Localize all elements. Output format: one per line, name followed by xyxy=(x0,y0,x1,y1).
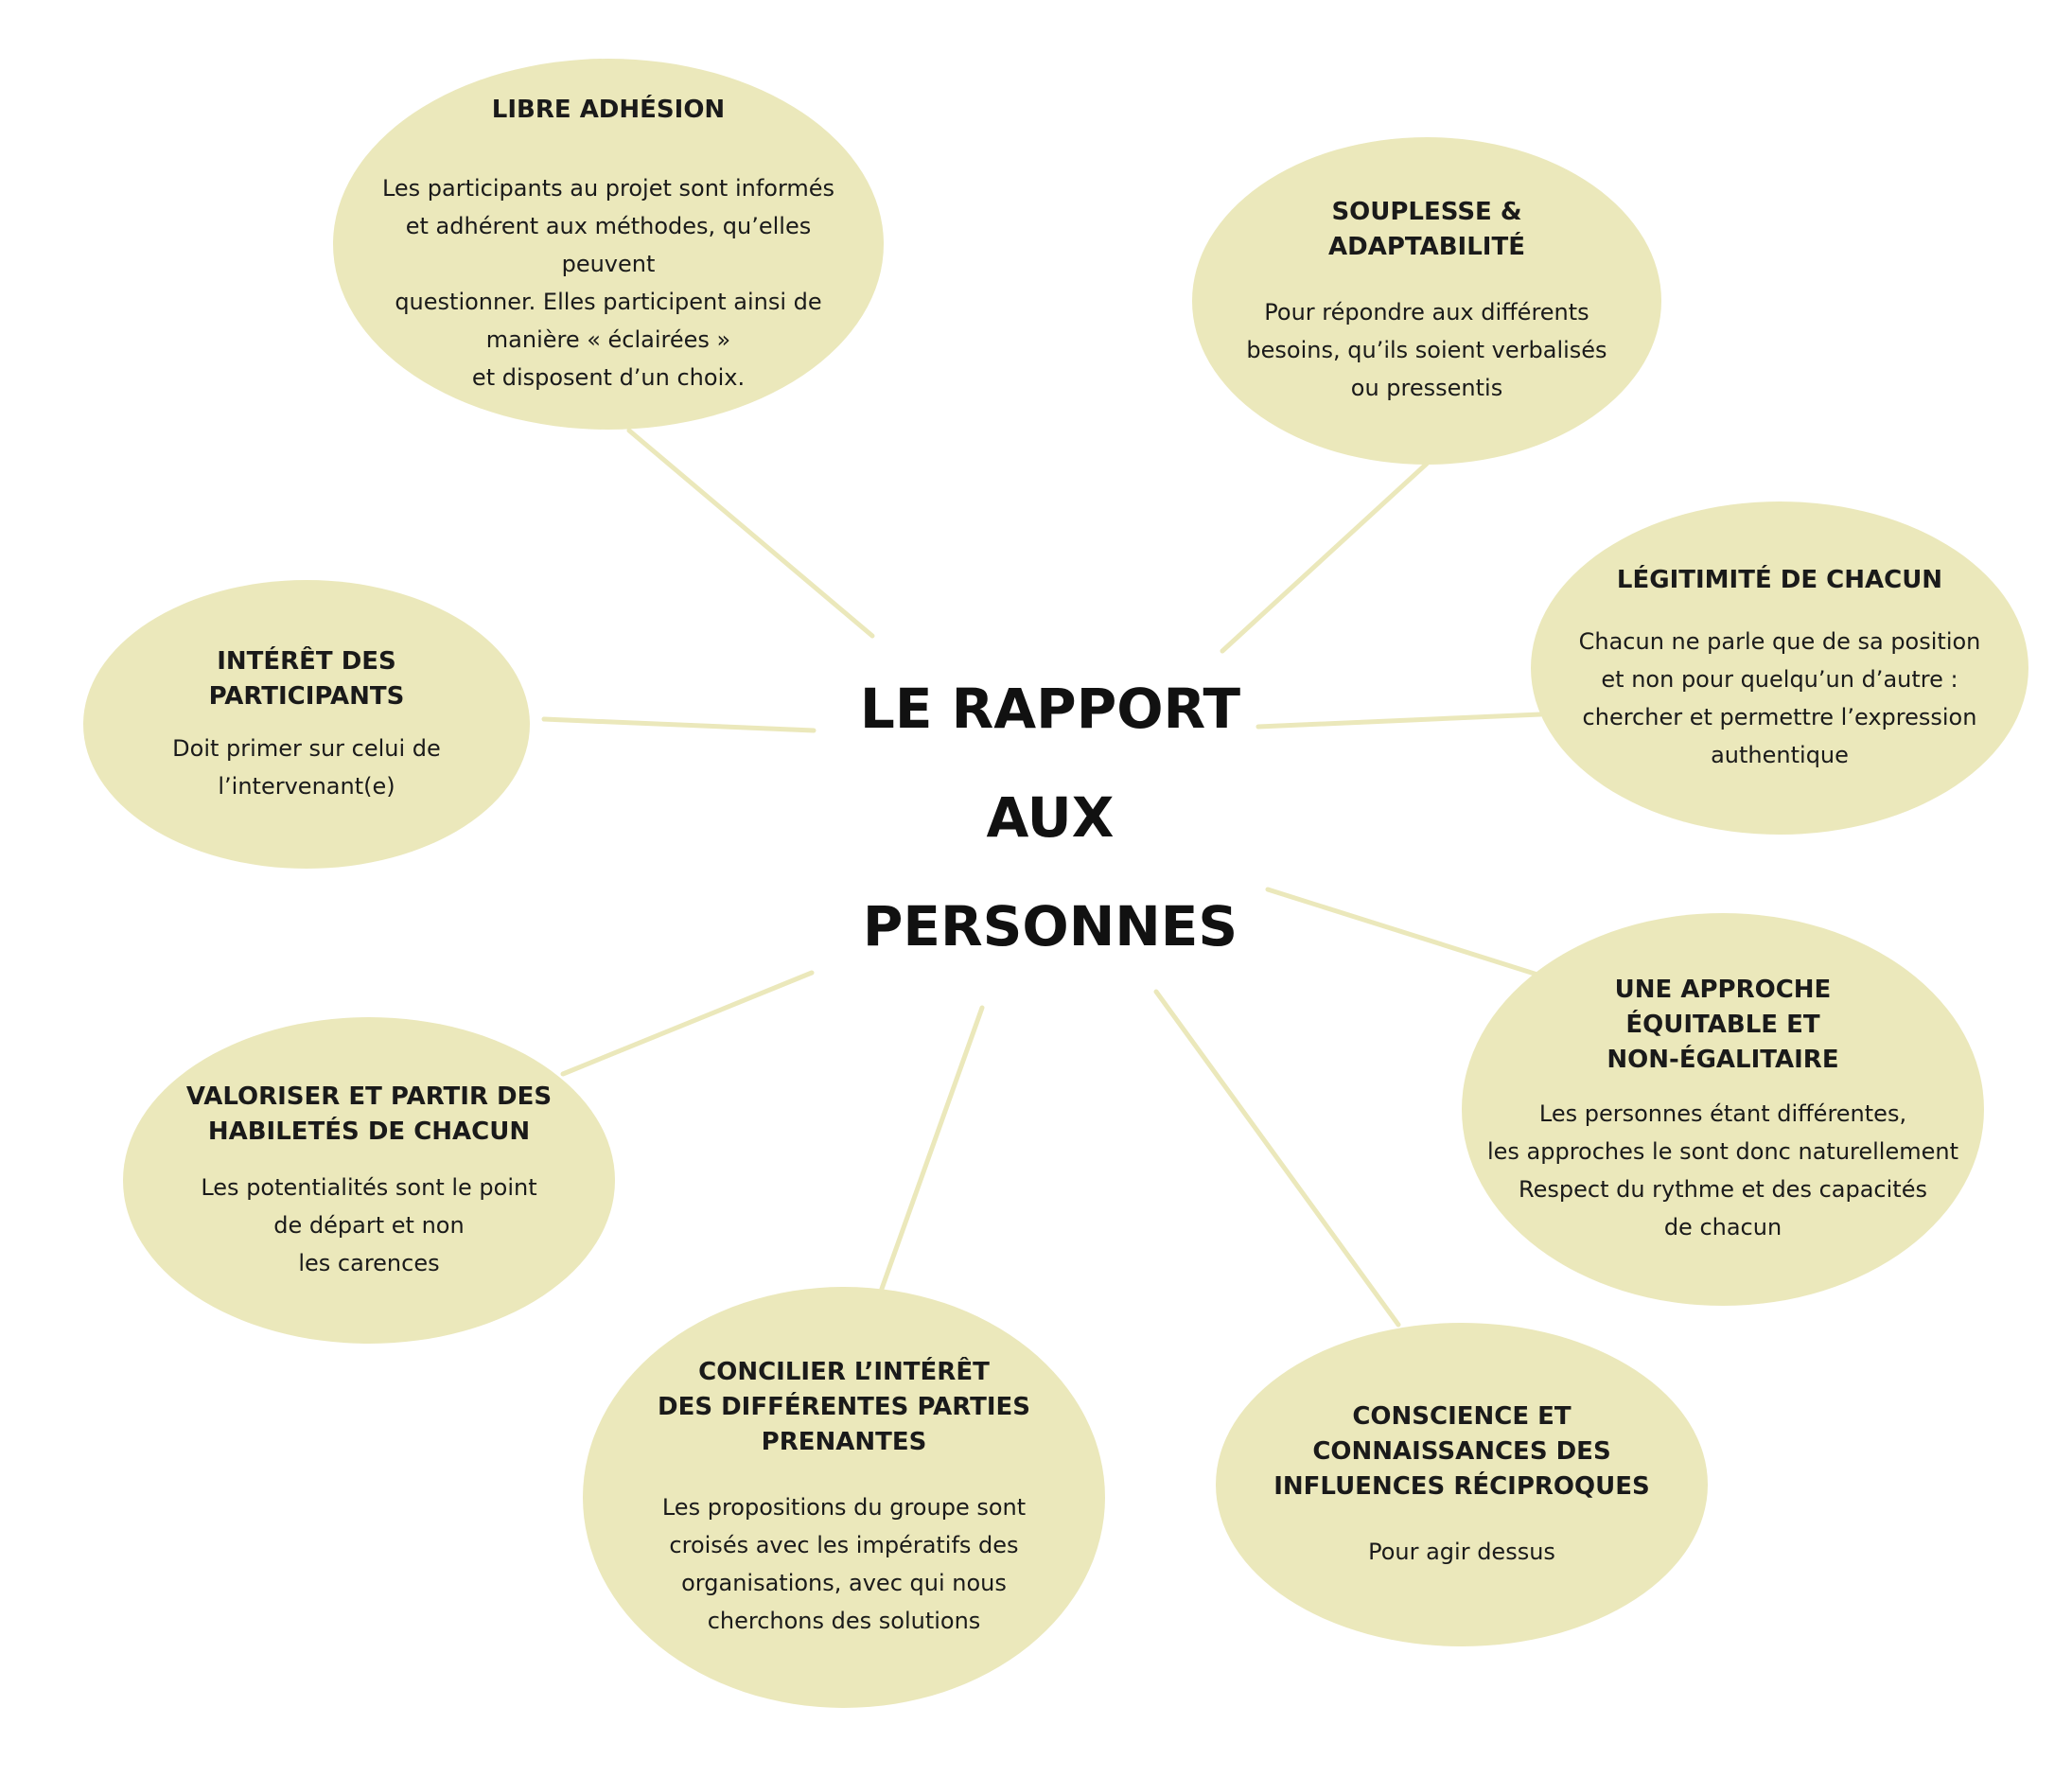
bubble-approche-text: Les personnes étant différentes, les app… xyxy=(1486,1100,1959,1240)
connector-libre-adhesion xyxy=(626,428,875,639)
bubble-souplesse-text: Pour répondre aux différents besoins, qu… xyxy=(1246,299,1607,401)
bubble-valoriser: VALORISER ET PARTIR DES HABILETÉS DE CHA… xyxy=(123,1017,615,1344)
connector-valoriser xyxy=(560,970,815,1077)
bubble-conscience-title: CONSCIENCE ET CONNAISSANCES DES INFLUENC… xyxy=(1273,1401,1650,1501)
bubble-libre-adhesion-title: LIBRE ADHÉSION xyxy=(491,95,726,124)
bubble-libre-adhesion-text: Les participants au projet sont informés… xyxy=(381,174,835,391)
bubble-legitimite-title: LÉGITIMITÉ DE CHACUN xyxy=(1616,565,1943,594)
bubble-conscience-text: Pour agir dessus xyxy=(1368,1538,1555,1565)
central-topic-line-1: LE RAPPORT xyxy=(859,677,1241,741)
bubble-souplesse: SOUPLESSE & ADAPTABILITÉ Pour répondre a… xyxy=(1192,137,1661,465)
connector-approche xyxy=(1265,887,1540,977)
bubble-interet-participants: INTÉRÊT DES PARTICIPANTS Doit primer sur… xyxy=(83,580,530,869)
bubble-souplesse-title: SOUPLESSE & ADAPTABILITÉ xyxy=(1328,198,1525,261)
bubble-concilier-text: Les propositions du groupe sont croisés … xyxy=(661,1494,1027,1634)
connector-conscience xyxy=(1153,989,1401,1328)
bubble-concilier-title: CONCILIER L’INTÉRÊT DES DIFFÉRENTES PART… xyxy=(657,1358,1030,1456)
bubble-legitimite: LÉGITIMITÉ DE CHACUN Chacun ne parle que… xyxy=(1531,501,2028,835)
bubble-conscience: CONSCIENCE ET CONNAISSANCES DES INFLUENC… xyxy=(1216,1323,1708,1646)
bubble-libre-adhesion: LIBRE ADHÉSION Les participants au proje… xyxy=(333,59,884,430)
bubble-approche-title: UNE APPROCHE ÉQUITABLE ET NON-ÉGALITAIRE xyxy=(1607,976,1839,1074)
bubble-legitimite-text: Chacun ne parle que de sa position et no… xyxy=(1578,627,1981,768)
connector-concilier xyxy=(879,1005,985,1292)
bubble-interet-participants-title: INTÉRÊT DES PARTICIPANTS xyxy=(208,646,405,711)
bubble-concilier: CONCILIER L’INTÉRÊT DES DIFFÉRENTES PART… xyxy=(583,1287,1105,1708)
central-topic: LE RAPPORT AUX PERSONNES xyxy=(833,677,1268,960)
bubble-approche: UNE APPROCHE ÉQUITABLE ET NON-ÉGALITAIRE… xyxy=(1462,913,1984,1306)
central-topic-line-2: AUX xyxy=(986,785,1115,851)
bubble-interet-participants-text: Doit primer sur celui de l’intervenant(e… xyxy=(172,734,441,800)
connector-souplesse xyxy=(1220,461,1430,654)
connector-interet-participants xyxy=(541,716,817,733)
central-topic-line-3: PERSONNES xyxy=(862,894,1238,959)
bubble-valoriser-text: Les potentialités sont le point de dépar… xyxy=(201,1173,537,1276)
connector-legitimite xyxy=(1255,712,1543,730)
bubble-valoriser-title: VALORISER ET PARTIR DES HABILETÉS DE CHA… xyxy=(185,1082,553,1146)
